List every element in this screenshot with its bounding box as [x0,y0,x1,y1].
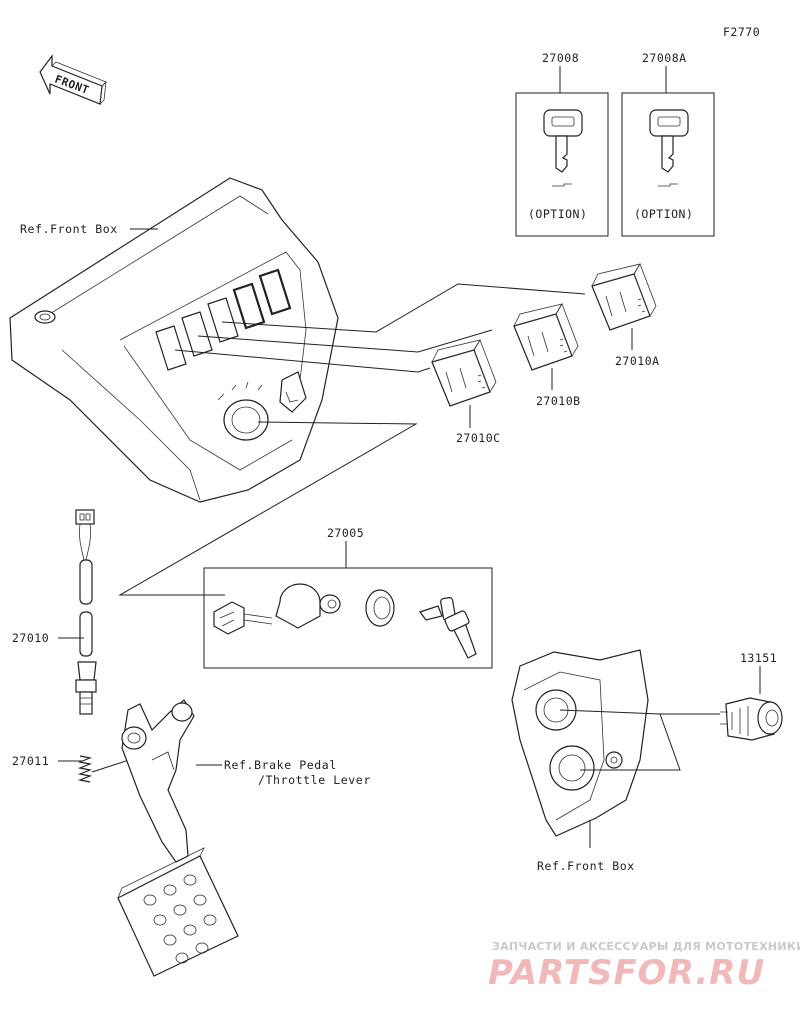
label-27008a: 27008A [642,51,687,65]
label-27010c: 27010C [456,431,501,445]
option-27008: (OPTION) [528,207,587,221]
spring-icon [77,755,93,783]
diagram-id: F2770 [723,25,760,39]
watermark-tagline: ЗАПЧАСТИ И АКСЕССУАРЫ ДЛЯ МОТОТЕХНИКИ [492,940,800,953]
ignition-switch-box [203,567,493,669]
key-27008a-box: 27008A (OPTION) [621,51,715,237]
key-27008-box: 27008 (OPTION) [515,51,609,237]
brake-pedal-icon [117,699,239,977]
label-27010: 27010 [12,631,49,645]
ignition-dial-icon [217,381,269,441]
ref-front-box-top: Ref.Front Box [20,222,118,236]
ref-brake-pedal: Ref.Brake Pedal [224,758,337,772]
switch-slots [155,268,292,371]
socket-icon [279,371,307,413]
key-icon [543,109,583,173]
label-13151: 13151 [740,651,777,665]
front-box-lower-panel [511,649,649,837]
front-arrow-icon: FRONT [39,54,107,106]
key-icon [649,109,689,173]
label-27005: 27005 [327,526,364,540]
rocker-switch-27010a [591,263,657,331]
ref-throttle-lever: /Throttle Lever [258,773,371,787]
front-box-panel [9,177,339,503]
ignition-switch-icon [213,583,341,635]
rocker-switch-27010c [431,339,497,407]
brake-switch-harness-icon [75,509,97,715]
label-27010b: 27010B [536,394,581,408]
label-27011: 27011 [12,754,49,768]
label-27010a: 27010A [615,354,660,368]
option-27008a: (OPTION) [634,207,693,221]
ref-front-box-bottom: Ref.Front Box [537,859,635,873]
power-socket-icon [720,697,783,741]
key-pair-icon [419,597,477,659]
pedal-holes [143,874,217,964]
watermark-logo: PARTSFOR.RU [488,953,765,993]
label-27008: 27008 [542,51,579,65]
lock-nut-icon [365,589,395,627]
rocker-switch-27010b [513,303,579,371]
